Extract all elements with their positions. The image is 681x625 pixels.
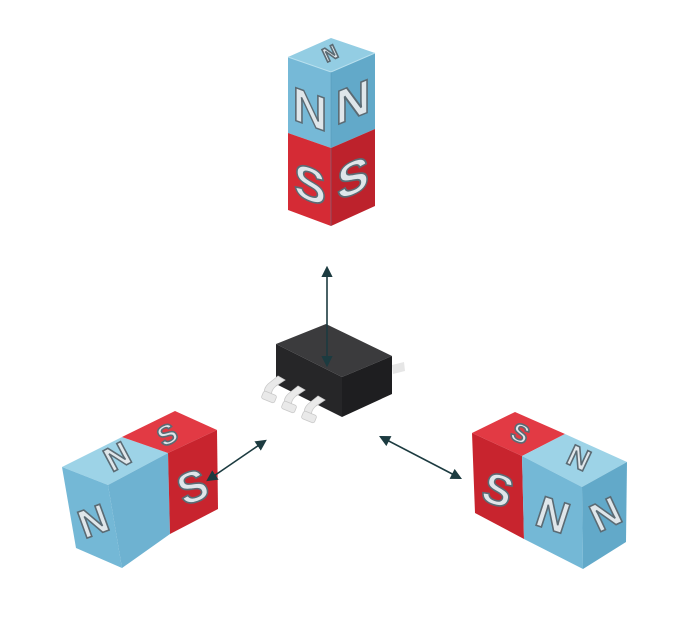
arrows — [206, 265, 462, 482]
top-magnet: N N N S S — [287, 38, 376, 226]
left-arrow — [206, 439, 267, 482]
top-magnet-north-left-label: N — [293, 76, 328, 143]
top-magnet-south-left-label: S — [294, 151, 326, 217]
right-magnet: S S N N N — [472, 412, 629, 569]
left-magnet: N N S S — [62, 411, 218, 568]
hall-sensor-chip-icon — [261, 324, 405, 424]
top-magnet-south-right-label: S — [337, 145, 369, 212]
chip-leads — [261, 375, 326, 424]
right-arrow — [379, 435, 462, 480]
